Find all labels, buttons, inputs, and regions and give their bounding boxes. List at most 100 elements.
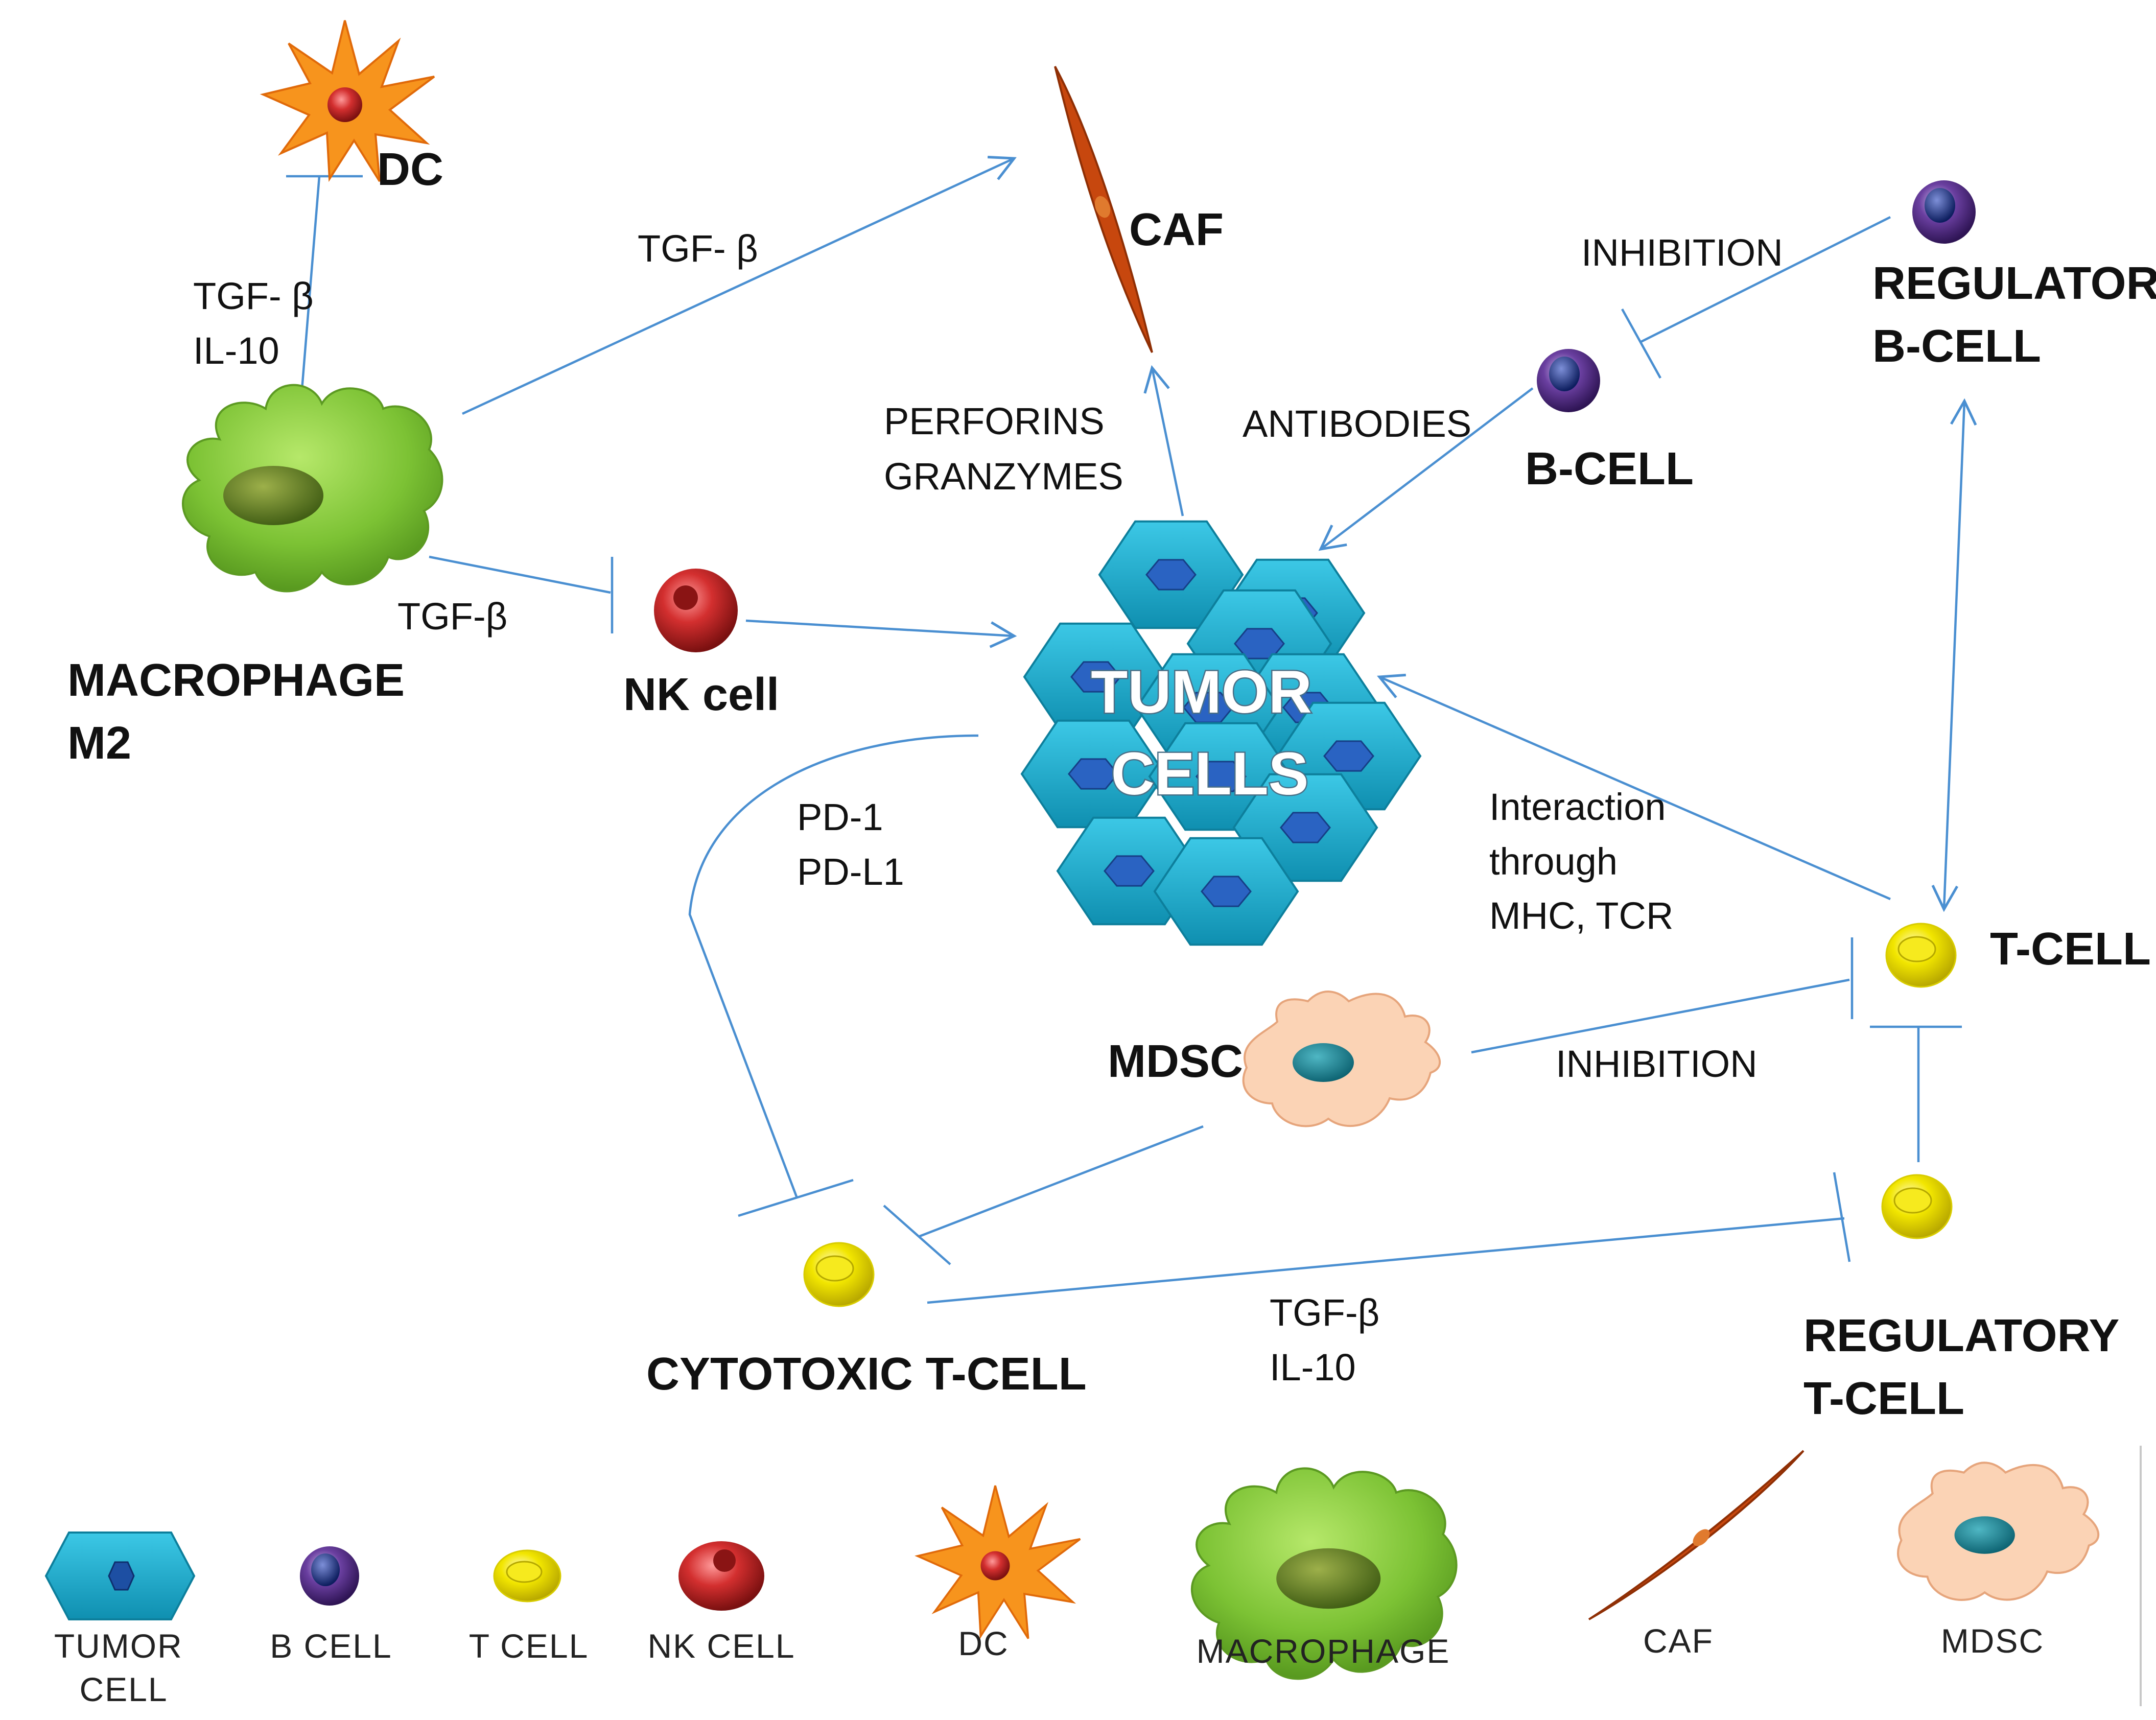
edges <box>286 156 1977 1304</box>
tumor-cells-line-1: TUMOR <box>1091 658 1312 726</box>
edge-mdsc-tcell <box>1471 978 1850 1054</box>
legend-item-mdsc: MDSC <box>1897 1462 2100 1660</box>
label-tcell-tumor-line-1: Interaction <box>1489 786 1666 828</box>
b-cell-node <box>1537 349 1600 412</box>
label-tcell-tumor-line-3: MHC, TCR <box>1489 894 1673 937</box>
label-macrophage-dc-line-2: IL-10 <box>193 329 279 372</box>
edge-tumor-caf <box>1143 365 1184 516</box>
regulatory-t-cell-line-2: T-CELL <box>1803 1373 1964 1424</box>
edge-macrophage-nk <box>429 555 611 594</box>
regulatory-b-cell-line-2: B-CELL <box>1872 321 2041 372</box>
tumor-nucleus <box>1323 740 1374 772</box>
edge-nk-tumor <box>745 619 1017 648</box>
legend-label-t-cell: T CELL <box>469 1627 589 1665</box>
edge-macrophage-caf <box>462 156 1017 415</box>
tumor-nucleus <box>1201 876 1252 907</box>
label-tcell-tumor-line-2: through <box>1489 840 1618 883</box>
caf-node <box>1054 66 1153 353</box>
caf-label: CAF <box>1129 204 1224 255</box>
cytotoxic-t-cell-node <box>803 1242 875 1307</box>
legend-label-caf: CAF <box>1643 1622 1714 1660</box>
dc-label: DC <box>377 144 443 195</box>
regulatory-t-cell-node <box>1881 1174 1953 1239</box>
legend-item-dc: DC <box>915 1485 1081 1662</box>
tumor-nucleus <box>1280 812 1331 843</box>
legend-label-tumor-cell: TUMOR CELL <box>54 1627 193 1708</box>
edge-mdsc-cytotoxic <box>919 1125 1204 1238</box>
tumor-nucleus <box>1104 855 1155 887</box>
regulatory-b-cell-node <box>1912 180 1976 244</box>
tumor-cells-node <box>1020 520 1422 946</box>
label-mdsc-tcell: INHIBITION <box>1556 1043 1757 1085</box>
edge-regt-cytotoxic <box>927 1217 1845 1304</box>
tumor-cells-line-2: CELLS <box>1111 740 1309 808</box>
mdsc-label: MDSC <box>1108 1036 1243 1087</box>
t-cell-label: T-CELL <box>1990 924 2151 975</box>
edge-regb-bcell-bar <box>1621 308 1661 379</box>
label-macrophage-dc-line-1: TGF- β <box>193 275 314 317</box>
macrophage-line-1: MACROPHAGE <box>67 655 405 706</box>
nk-cell-icon <box>678 1541 764 1611</box>
mdsc-node <box>1242 991 1441 1127</box>
tumor-nucleus <box>1070 661 1121 693</box>
nk-cell-node <box>654 569 738 652</box>
edge-bcell-tumor <box>1318 387 1534 551</box>
label-tumor-cytotoxic-line-2: PD-L1 <box>797 851 904 893</box>
legend-label-macrophage: MACROPHAGE <box>1197 1632 1450 1670</box>
edge-tcell-tumor <box>1377 673 1891 901</box>
legend-tumor-line-2: CELL <box>79 1670 168 1708</box>
cytotoxic-t-cell-label: CYTOTOXIC T-CELL <box>646 1349 1087 1400</box>
macrophage-line-2: M2 <box>67 718 131 769</box>
regulatory-t-cell-label: REGULATORY T-CELL <box>1803 1310 2131 1424</box>
edge-regt-cytotoxic-bar <box>1833 1172 1851 1262</box>
label-macrophage-caf: TGF- β <box>638 227 758 270</box>
label-regt-cytotoxic-line-2: IL-10 <box>1270 1346 1356 1388</box>
regulatory-b-cell-label: REGULATORY B-CELL <box>1872 258 2156 372</box>
legend-label-dc: DC <box>958 1624 1009 1662</box>
edge-tumor-cytotoxic <box>688 734 979 1198</box>
t-cell-node <box>1885 923 1957 988</box>
edge-mdsc-cytotoxic-bar <box>883 1205 951 1265</box>
nk-cell-icon <box>654 569 738 652</box>
edge-macrophage-dc <box>300 176 321 396</box>
legend: TUMOR CELL B CELL T CELL NK CELL <box>44 1446 2142 1708</box>
label-nk-tumor: PERFORINS GRANZYMES <box>884 400 1123 498</box>
b-cell-label: B-CELL <box>1525 443 1694 494</box>
dc-node <box>260 20 435 182</box>
label-bcell-tumor: ANTIBODIES <box>1243 403 1471 445</box>
tumor-cells-label: TUMOR CELLS <box>1091 658 1328 808</box>
label-nk-tumor-line-2: GRANZYMES <box>884 455 1123 498</box>
macrophage-node <box>181 384 443 593</box>
legend-item-nk-cell: NK CELL <box>647 1541 795 1665</box>
legend-label-b-cell: B CELL <box>270 1627 392 1665</box>
macrophage-label: MACROPHAGE M2 <box>67 655 417 769</box>
legend-label-nk-cell: NK CELL <box>647 1627 795 1665</box>
label-tumor-cytotoxic: PD-1 PD-L1 <box>797 796 904 893</box>
label-tumor-cytotoxic-line-1: PD-1 <box>797 796 883 838</box>
tumor-nucleus <box>1196 761 1247 792</box>
regulatory-b-cell-line-1: REGULATORY <box>1872 258 2156 309</box>
legend-tumor-line-1: TUMOR <box>54 1627 183 1665</box>
label-regt-cytotoxic-line-1: TGF-β <box>1270 1291 1379 1334</box>
legend-label-mdsc: MDSC <box>1941 1622 2044 1660</box>
tumor-nucleus <box>1068 758 1119 790</box>
legend-item-b-cell: B CELL <box>270 1546 392 1665</box>
edge-regb-bcell <box>1639 216 1891 344</box>
caf-icon <box>1588 1450 1805 1620</box>
legend-item-tumor-cell: TUMOR CELL <box>44 1531 196 1708</box>
legend-item-caf: CAF <box>1588 1450 1805 1660</box>
edge-tumor-cytotoxic-bar <box>738 1179 854 1217</box>
legend-item-t-cell: T CELL <box>469 1549 589 1665</box>
legend-item-macrophage: MACROPHAGE <box>1190 1467 1458 1680</box>
label-macrophage-nk: TGF-β <box>397 595 507 638</box>
label-tcell-tumor: Interaction through MHC, TCR <box>1489 786 1676 937</box>
label-regt-cytotoxic: TGF-β IL-10 <box>1270 1291 1390 1388</box>
label-regb-bcell: INHIBITION <box>1581 231 1783 274</box>
nk-cell-label: NK cell <box>623 669 779 720</box>
label-macrophage-dc: TGF- β IL-10 <box>193 275 324 372</box>
label-nk-tumor-line-1: PERFORINS <box>884 400 1105 442</box>
regulatory-t-cell-line-1: REGULATORY <box>1803 1310 2119 1361</box>
tumor-nucleus <box>1145 559 1197 591</box>
edge-regb-tcell <box>1931 398 1977 912</box>
